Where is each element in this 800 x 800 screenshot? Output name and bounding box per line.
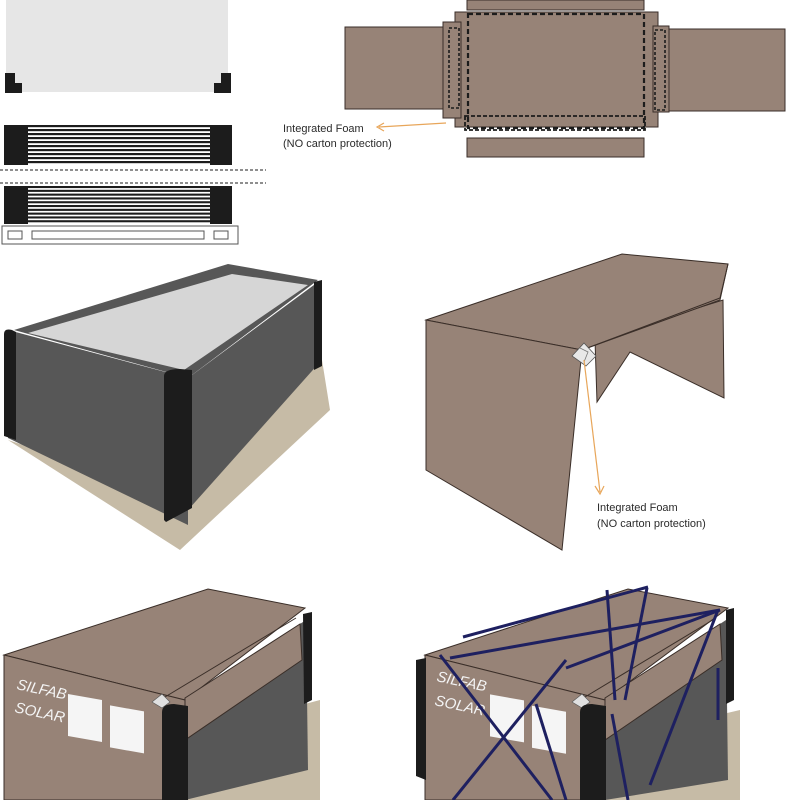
- foam-outline: [466, 12, 646, 130]
- module-stripe: [4, 216, 232, 219]
- boxed-pallet-diagram: SILFAB SOLAR: [2, 588, 320, 800]
- pallet-icon: [1, 225, 239, 245]
- arrow-icon: [583, 359, 605, 496]
- callout-middle-line1: Integrated Foam: [597, 502, 678, 514]
- corner-bracket: [726, 608, 734, 704]
- strap: [534, 703, 568, 800]
- strap-icon: [438, 585, 721, 800]
- label-window: [68, 693, 102, 742]
- strap: [438, 654, 554, 800]
- foam-outline: [464, 115, 646, 131]
- module-stripe: [4, 153, 232, 156]
- corner-bracket-right: [214, 73, 231, 93]
- module-stripe: [4, 149, 232, 152]
- glass-top: [28, 274, 308, 370]
- strap: [449, 608, 721, 660]
- module-stripe: [4, 129, 232, 132]
- module-stripe: [4, 201, 232, 204]
- module-stripe: [4, 186, 232, 189]
- arrow-icon: [375, 122, 447, 132]
- strap: [605, 589, 617, 701]
- corner-bracket: [162, 704, 188, 800]
- strap: [462, 585, 649, 639]
- foam-outline: [448, 27, 460, 109]
- right-face: [188, 282, 320, 510]
- foam-corner: [571, 693, 591, 709]
- strap: [648, 609, 720, 786]
- corner-bracket: [314, 280, 322, 370]
- module-stripe: [4, 205, 232, 208]
- callout-middle-line2: (NO carton protection): [597, 518, 706, 530]
- module-stripe: [4, 189, 232, 192]
- cap-side: [425, 319, 583, 551]
- side-flap-right: [659, 28, 786, 112]
- bottom-strip: [466, 137, 645, 158]
- module-stripe: [4, 208, 232, 211]
- carton-plan-diagram: Integrated Foam (NO carton protection): [283, 0, 786, 158]
- corner-bracket-left: [5, 73, 22, 93]
- strapped-pallet-diagram: SILFAB SOLAR: [416, 585, 740, 800]
- corner-bracket: [164, 369, 192, 522]
- strap: [623, 587, 649, 701]
- corner-bracket: [580, 704, 606, 800]
- module-stripe: [4, 157, 232, 160]
- strap: [451, 659, 568, 800]
- module-stripe: [4, 212, 232, 215]
- module-stripe: [4, 125, 232, 128]
- foam-outline: [654, 29, 666, 111]
- module-stripe: [4, 133, 232, 136]
- front-face: [8, 330, 188, 525]
- carton-cap-diagram: Integrated Foam (NO carton protection): [424, 253, 729, 551]
- callout-top-line2: (NO carton protection): [283, 138, 392, 150]
- module-stripe: [4, 197, 232, 200]
- carton-fold-edge: [159, 617, 297, 701]
- side-flap-left: [344, 26, 458, 110]
- corner-bracket: [416, 658, 426, 780]
- module-stripe: [4, 161, 232, 164]
- callout-top-line1: Integrated Foam: [283, 123, 364, 135]
- module-stripe: [4, 145, 232, 148]
- flap-fold: [442, 21, 462, 119]
- foam-corner: [571, 342, 597, 367]
- panel-stack-icon: [4, 125, 232, 165]
- module-stripe: [4, 137, 232, 140]
- corner-bracket: [303, 612, 312, 704]
- panel-stack-diagram: [0, 0, 266, 245]
- panel-stack-icon: [4, 186, 232, 224]
- label-window: [110, 705, 144, 754]
- carton-fold-edge: [579, 617, 717, 701]
- corner-bracket: [4, 329, 16, 440]
- cap-fold-edge: [581, 263, 729, 351]
- top-strip: [466, 0, 645, 11]
- top-panel: [6, 0, 228, 92]
- module-stripe: [4, 193, 232, 196]
- strap: [610, 713, 630, 800]
- center-panel: [454, 11, 659, 128]
- module-stripe: [4, 141, 232, 144]
- foam-corner: [151, 693, 171, 709]
- foam-corner: [579, 347, 589, 363]
- module-block-diagram: [4, 264, 330, 550]
- strap: [565, 608, 721, 670]
- module-stripe: [4, 220, 232, 223]
